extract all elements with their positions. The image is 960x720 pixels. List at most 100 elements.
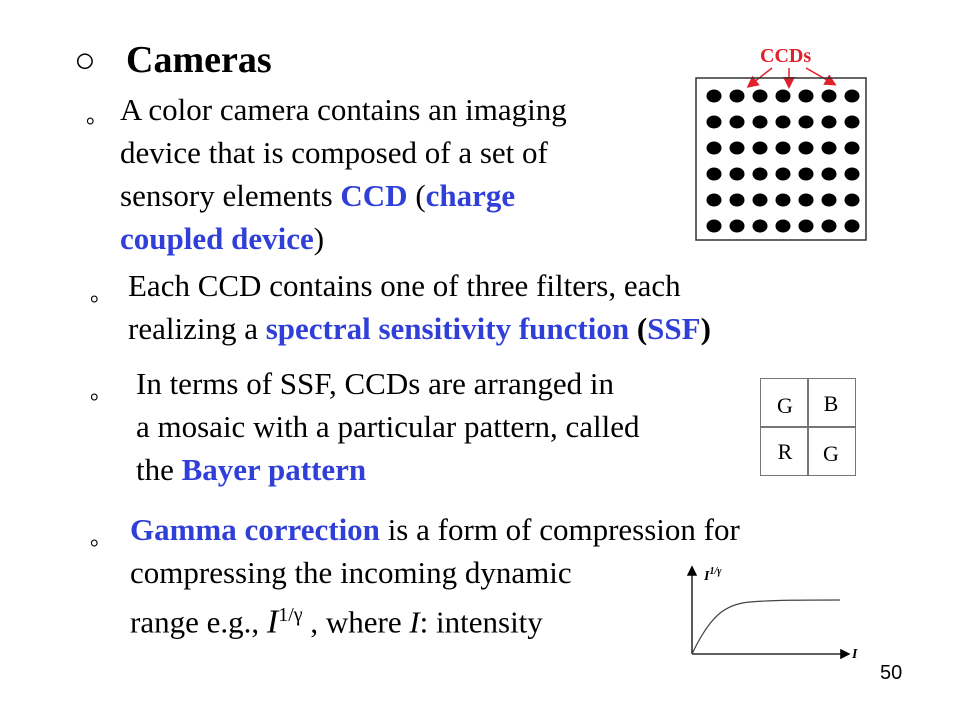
term-bayer-pattern: Bayer pattern bbox=[181, 452, 367, 487]
p4-line-2: compressing the incoming dynamic bbox=[130, 555, 572, 590]
ccd-dot bbox=[844, 89, 860, 103]
ccd-dot bbox=[706, 115, 722, 129]
ccd-arrow-left bbox=[746, 67, 773, 88]
ccd-dot bbox=[798, 141, 814, 155]
ccd-dot bbox=[729, 141, 745, 155]
ccd-arrow-right bbox=[805, 67, 837, 86]
paragraph-gamma: Gamma correction is a form of compressio… bbox=[130, 508, 740, 643]
slide-title: Cameras bbox=[126, 39, 272, 81]
p2-paren-open: ( bbox=[629, 311, 648, 346]
ccd-dot-grid bbox=[706, 89, 860, 233]
ccd-dot bbox=[729, 167, 745, 181]
ccd-dot bbox=[844, 141, 860, 155]
gamma-y-label-base: I bbox=[703, 569, 710, 584]
ccd-dot bbox=[706, 167, 722, 181]
ccd-dot bbox=[821, 193, 837, 207]
ccd-dot bbox=[798, 193, 814, 207]
formula-base: I bbox=[266, 603, 279, 641]
ccd-dot bbox=[729, 89, 745, 103]
ccd-dot bbox=[798, 115, 814, 129]
ccd-dot bbox=[821, 219, 837, 233]
ccd-dot bbox=[752, 219, 768, 233]
bullet-2: 。 bbox=[90, 281, 113, 306]
p4-text-2: range e.g., bbox=[130, 604, 267, 640]
gamma-y-label: I1/γ bbox=[703, 566, 722, 584]
ccd-frame bbox=[695, 77, 867, 241]
paragraph-ccd-intro: A color camera contains an imaging devic… bbox=[120, 88, 567, 260]
ccd-figure-svg: CCDs bbox=[695, 45, 867, 241]
p4-line-3: range e.g., I1/γ , where I: intensity bbox=[130, 594, 740, 643]
p4-text-3: , where bbox=[302, 604, 410, 640]
ccd-dot bbox=[775, 115, 791, 129]
p1-paren-close: ) bbox=[313, 221, 325, 256]
ccd-dot bbox=[798, 167, 814, 181]
bayer-divider-h bbox=[761, 426, 855, 428]
ccd-dot bbox=[775, 141, 791, 155]
ccd-dot bbox=[821, 167, 837, 181]
bullet-3: 。 bbox=[90, 379, 113, 404]
p4-text-4: : intensity bbox=[419, 604, 543, 640]
p2-line-2: realizing a spectral sensitivity functio… bbox=[128, 307, 711, 350]
bayer-grid: G B R G bbox=[760, 378, 856, 476]
p3-line-3: the Bayer pattern bbox=[136, 448, 640, 491]
ccd-dot bbox=[844, 193, 860, 207]
p1-paren-open: ( bbox=[407, 178, 426, 213]
term-charge: charge bbox=[425, 178, 516, 213]
title-bullet: ○ bbox=[74, 40, 96, 80]
bayer-cell-g1: G bbox=[777, 393, 793, 418]
intensity-symbol: I bbox=[409, 604, 420, 640]
bayer-cell-b: B bbox=[823, 391, 839, 416]
gamma-curve bbox=[691, 599, 841, 655]
ccd-dot bbox=[752, 141, 768, 155]
bullet-4: 。 bbox=[90, 525, 113, 550]
ccd-dot bbox=[729, 115, 745, 129]
bullet-1: 。 bbox=[86, 103, 109, 128]
ccd-dot bbox=[775, 167, 791, 181]
ccd-dot bbox=[706, 89, 722, 103]
page-number: 50 bbox=[880, 662, 903, 684]
p1-text: sensory elements bbox=[120, 178, 341, 213]
ccd-figure: CCDs bbox=[694, 40, 874, 245]
ccd-dot bbox=[798, 89, 814, 103]
ccd-label: CCDs bbox=[760, 45, 811, 67]
ccd-dot bbox=[706, 193, 722, 207]
bayer-cell-g2: G bbox=[823, 441, 839, 466]
ccd-dot bbox=[775, 89, 791, 103]
ccd-dot bbox=[752, 89, 768, 103]
term-ssf-abbr: SSF bbox=[647, 311, 701, 346]
paragraph-bayer: In terms of SSF, CCDs are arranged in a … bbox=[136, 362, 640, 491]
p2-line-1: Each CCD contains one of three filters, … bbox=[128, 268, 681, 303]
term-ssf: spectral sensitivity function bbox=[265, 311, 630, 346]
term-gamma-correction: Gamma correction bbox=[130, 512, 380, 547]
formula-exponent: 1/γ bbox=[278, 604, 303, 626]
p1-line-1: A color camera contains an imaging bbox=[120, 92, 567, 127]
ccd-dot bbox=[844, 115, 860, 129]
ccd-dot bbox=[752, 167, 768, 181]
term-coupled-device: coupled device bbox=[120, 221, 314, 256]
ccd-dot bbox=[821, 115, 837, 129]
gamma-y-label-exp: 1/γ bbox=[709, 566, 722, 577]
ccd-dot bbox=[752, 193, 768, 207]
p4-line-1: Gamma correction is a form of compressio… bbox=[130, 508, 740, 551]
bayer-cell-r: R bbox=[777, 439, 793, 464]
ccd-dot bbox=[821, 141, 837, 155]
ccd-dot bbox=[729, 193, 745, 207]
ccd-dot bbox=[706, 219, 722, 233]
ccd-dot bbox=[775, 219, 791, 233]
gamma-plot: I1/γ I bbox=[680, 556, 870, 666]
gamma-plot-svg: I1/γ I bbox=[686, 565, 858, 662]
ccd-dot bbox=[798, 219, 814, 233]
p1-line-4: coupled device) bbox=[120, 217, 567, 260]
ccd-dot bbox=[706, 141, 722, 155]
p3-line-2: a mosaic with a particular pattern, call… bbox=[136, 409, 640, 444]
p3-line-1: In terms of SSF, CCDs are arranged in bbox=[136, 366, 614, 401]
p1-line-2: device that is composed of a set of bbox=[120, 135, 548, 170]
ccd-dot bbox=[844, 167, 860, 181]
gamma-x-label: I bbox=[851, 647, 858, 662]
ccd-dot bbox=[775, 193, 791, 207]
p4-text-1: is a form of compression for bbox=[379, 512, 740, 547]
ccd-dot bbox=[844, 219, 860, 233]
paragraph-filters: Each CCD contains one of three filters, … bbox=[128, 264, 711, 350]
p2-paren-close: ) bbox=[700, 311, 711, 346]
p3-text: the bbox=[136, 452, 182, 487]
